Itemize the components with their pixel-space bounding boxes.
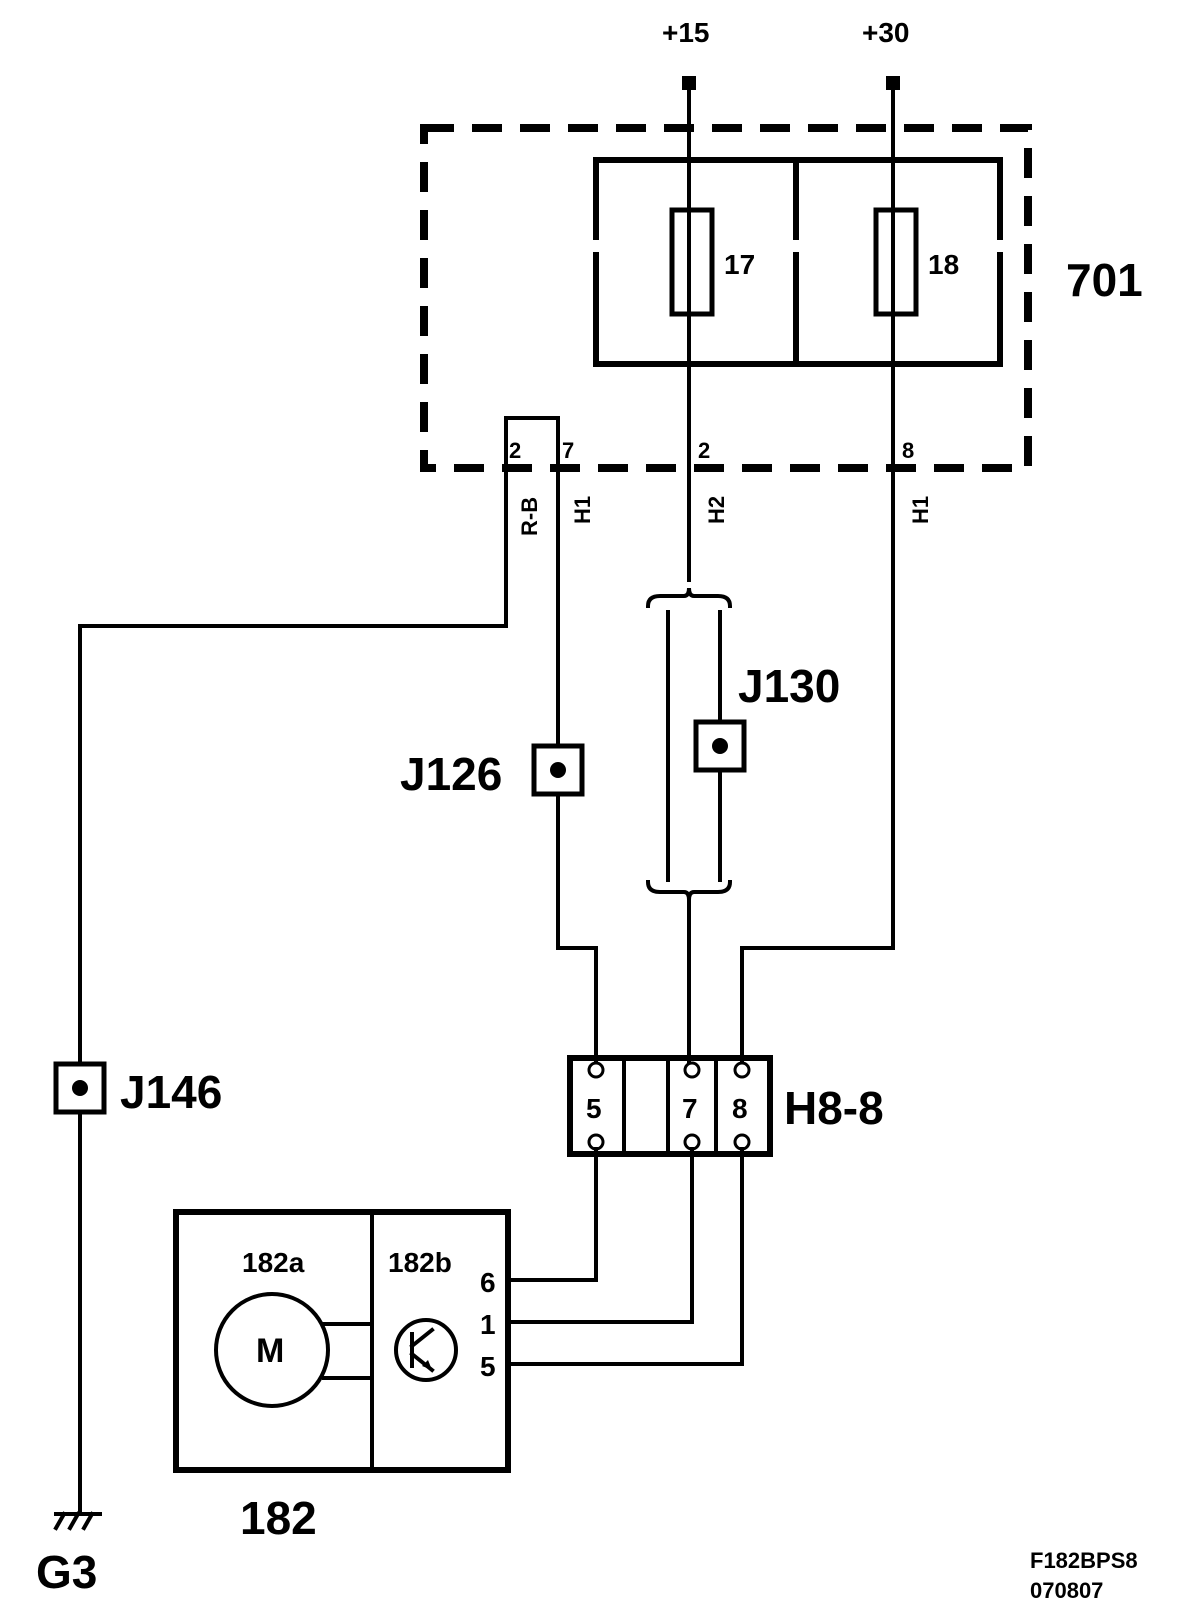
wire-label-h2: H2 bbox=[704, 496, 729, 524]
wire-label-rb: R-B bbox=[517, 497, 542, 536]
fuse-box-id: 701 bbox=[1066, 254, 1143, 306]
supply-plus15-terminal bbox=[682, 76, 696, 90]
component-182b-label: 182b bbox=[388, 1247, 452, 1278]
motor-icon bbox=[214, 1292, 330, 1408]
wire-label-h1-right: H1 bbox=[908, 496, 933, 524]
internal-bridge-701 bbox=[504, 416, 560, 472]
pin-701-7: 7 bbox=[562, 438, 574, 463]
wire-h8-5-to-182-6 bbox=[510, 1147, 598, 1282]
pin-701-2-left: 2 bbox=[509, 438, 521, 463]
fuse-17-symbol bbox=[669, 207, 715, 317]
junction-j126-dot bbox=[550, 762, 566, 778]
h8-pin7-bottom bbox=[683, 1133, 701, 1151]
h8-pin8-label: 8 bbox=[732, 1093, 748, 1124]
h8-pin8-bottom bbox=[733, 1133, 751, 1151]
h8-pin7-label: 7 bbox=[682, 1093, 698, 1124]
h8-pin5-bottom bbox=[587, 1133, 605, 1151]
footer-drawing-code: F182BPS8 bbox=[1030, 1548, 1138, 1573]
junction-j146-dot bbox=[72, 1080, 88, 1096]
fuse-17-label: 17 bbox=[724, 249, 755, 280]
junction-j126-label: J126 bbox=[400, 748, 502, 800]
motor-symbol: M bbox=[256, 1332, 284, 1370]
ground-icon bbox=[53, 1511, 102, 1531]
wire-h8-7-to-182-1 bbox=[510, 1147, 694, 1324]
component-182-pin-5: 5 bbox=[480, 1351, 496, 1382]
h8-pin8-top bbox=[733, 1061, 751, 1079]
junction-j146-label: J146 bbox=[120, 1066, 222, 1118]
wire-ground-path bbox=[78, 468, 508, 1516]
ground-g3-label: G3 bbox=[36, 1546, 97, 1598]
component-182-pin-6: 6 bbox=[480, 1267, 496, 1298]
supply-plus30-label: +30 bbox=[862, 17, 910, 48]
wire-label-h1-left: H1 bbox=[570, 496, 595, 524]
component-182-box bbox=[173, 1209, 511, 1473]
h8-pin5-label: 5 bbox=[586, 1093, 602, 1124]
pin-701-8: 8 bbox=[902, 438, 914, 463]
h8-pin5-top bbox=[587, 1061, 605, 1079]
junction-j130-label: J130 bbox=[738, 660, 840, 712]
component-182a-label: 182a bbox=[242, 1247, 305, 1278]
h8-pin7-top bbox=[683, 1061, 701, 1079]
pin-701-2-mid: 2 bbox=[698, 438, 710, 463]
junction-j130-dot bbox=[712, 738, 728, 754]
component-182-label: 182 bbox=[240, 1492, 317, 1544]
component-182-pin-1: 1 bbox=[480, 1309, 496, 1340]
wire-pin8-to-h8-8 bbox=[740, 946, 895, 1072]
j130-top-brace bbox=[645, 587, 733, 609]
fuse-18-symbol bbox=[873, 207, 919, 317]
connector-h8-8-label: H8-8 bbox=[784, 1082, 884, 1134]
fuse-box-701-outline bbox=[420, 124, 1032, 472]
transistor-icon bbox=[394, 1318, 458, 1382]
wire-h8-8-to-182-5 bbox=[510, 1147, 744, 1366]
supply-plus15-label: +15 bbox=[662, 17, 710, 48]
supply-plus30-terminal bbox=[886, 76, 900, 90]
footer-date-code: 070807 bbox=[1030, 1578, 1103, 1603]
fuse-18-label: 18 bbox=[928, 249, 959, 280]
wire-pin7-to-h8-5 bbox=[556, 468, 598, 1072]
